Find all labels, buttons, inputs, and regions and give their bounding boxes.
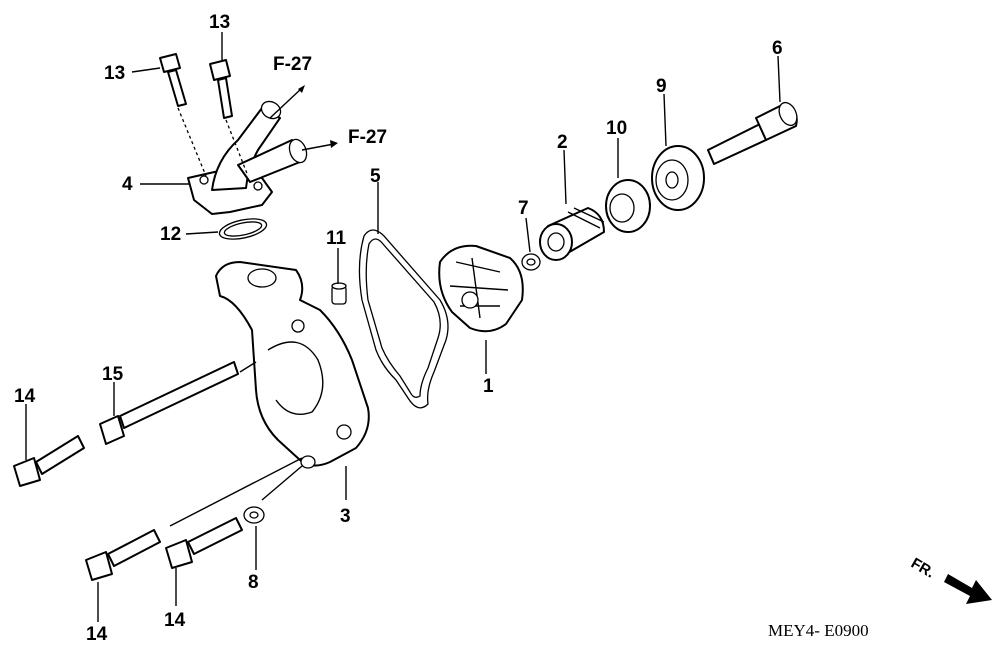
callout-6: 6 — [772, 38, 783, 59]
callout-4: 4 — [122, 174, 133, 195]
front-arrow-icon — [944, 574, 992, 604]
callout-9: 9 — [656, 76, 667, 97]
callout-5: 5 — [370, 166, 381, 187]
callout-8: 8 — [248, 572, 259, 593]
reference-f27-right: F-27 — [348, 127, 387, 148]
callout-13-left: 13 — [104, 63, 125, 84]
callout-11: 11 — [326, 228, 347, 249]
reference-f27-upper: F-27 — [273, 54, 312, 75]
part-3-water-pump-cover — [215, 261, 370, 469]
callout-7: 7 — [518, 198, 529, 219]
part-14-bolt-c — [165, 517, 243, 569]
callout-1: 1 — [483, 376, 494, 397]
part-1-impeller — [438, 244, 524, 333]
callout-15: 15 — [102, 364, 124, 385]
part-15-long-bolt — [99, 361, 239, 445]
front-label: FR. — [908, 555, 937, 582]
part-4-water-hose-joint — [187, 100, 308, 215]
part-8-sealing-washer-hole — [249, 511, 259, 519]
part-7-washer-hole — [526, 258, 536, 266]
front-direction-indicator: FR. — [908, 555, 992, 604]
part-2-mechanical-seal — [539, 207, 605, 261]
callout-10: 10 — [606, 118, 627, 139]
part-9-bearing-hole — [665, 171, 679, 189]
part-13-bolt-right — [209, 59, 233, 119]
diagram-code: MEY4- E0900 — [768, 621, 869, 640]
callout-12: 12 — [160, 224, 181, 245]
part-6-water-pump-shaft — [707, 101, 798, 165]
callout-labels: 1 2 3 4 5 6 7 8 9 10 11 12 13 13 14 14 1… — [14, 12, 783, 645]
ref-arrowhead-1 — [298, 85, 305, 93]
part-13-bolt-left — [159, 53, 187, 107]
part-14-bolt-b — [85, 529, 161, 581]
part-10-oil-seal-inner — [609, 193, 635, 223]
callout-14-upper: 14 — [14, 386, 36, 407]
callout-3: 3 — [340, 506, 351, 527]
part-12-o-ring-inner — [223, 221, 263, 237]
callout-14-lower-right: 14 — [164, 610, 186, 631]
leader-lines — [25, 32, 781, 622]
callout-14-lower-left: 14 — [86, 624, 108, 645]
part-11-dowel-pin-top — [331, 282, 347, 290]
part-14-bolt-a — [13, 435, 85, 487]
callout-2: 2 — [557, 132, 568, 153]
part-5-gasket-inner — [365, 238, 441, 398]
ref-arrowhead-2 — [330, 140, 338, 148]
callout-13-top: 13 — [209, 12, 230, 33]
